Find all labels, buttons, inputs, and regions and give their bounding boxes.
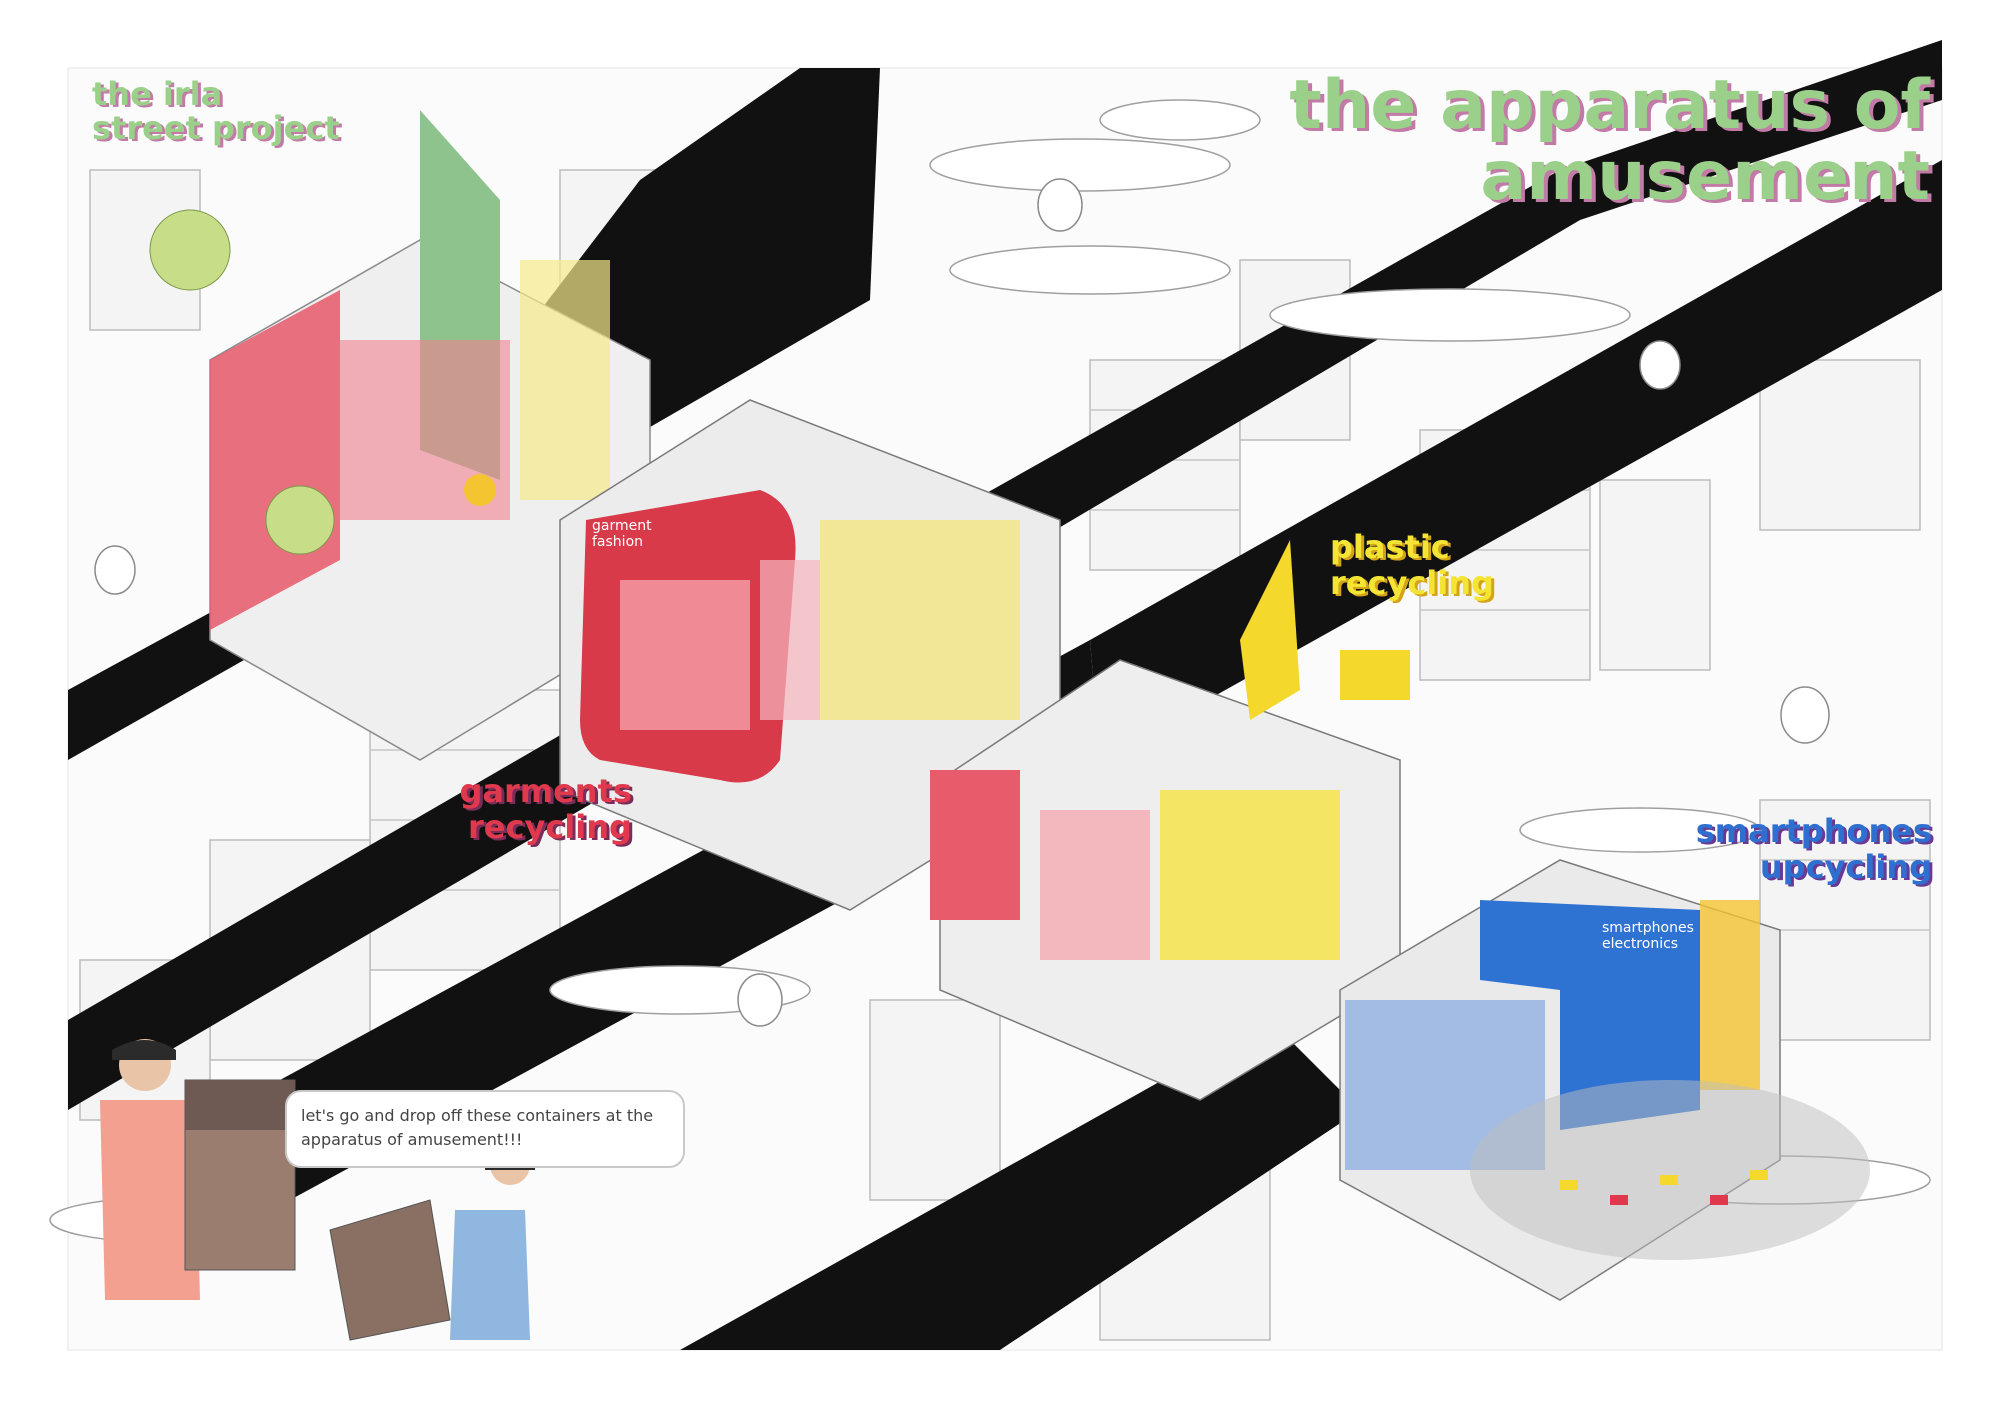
phones-sign-line2: electronics [1602, 936, 1679, 953]
main-title-line1: the apparatus of [1289, 66, 1930, 145]
speech-bubble: let's go and drop off these containers a… [285, 1090, 685, 1168]
road-6 [1090, 160, 1942, 760]
plastic-label-line2: recycling [1330, 563, 1494, 602]
main-title-line2: amusement [1480, 137, 1930, 217]
diagonal-roads [68, 40, 1942, 1350]
main-title: the apparatus of amusement [1289, 70, 1930, 213]
project-title-line2: street project [92, 108, 340, 147]
garments-recycling-label: garments recycling [360, 772, 632, 846]
plastic-label-line1: plastic [1330, 528, 1450, 566]
building-plastic [930, 540, 1410, 1101]
garment-fashion-sign: garment fashion [592, 518, 652, 550]
garment-sign-line2: fashion [592, 534, 644, 551]
garment-sign-line1: garment [592, 518, 652, 534]
garments-label-line1: garments [459, 772, 632, 810]
phones-sign-line1: smartphones [1602, 920, 1694, 936]
phones-label-line1: smartphones [1695, 812, 1932, 850]
project-title: the irla street project [92, 75, 340, 147]
phones-label-line2: upcycling [1759, 847, 1932, 886]
plastic-recycling-label: plastic recycling [1330, 528, 1494, 602]
project-title-line1: the irla [92, 75, 223, 113]
garments-label-line2: recycling [468, 807, 632, 846]
smartphones-electronics-sign: smartphones electronics [1602, 920, 1694, 952]
road-7 [680, 1020, 1360, 1350]
road-3 [68, 660, 700, 1110]
plaza-confetti [1560, 1170, 1768, 1205]
balloons [94, 178, 1830, 1027]
smartphones-upcycling-label: smartphones upcycling [1695, 812, 1932, 886]
building-smartphones [1339, 859, 1870, 1301]
